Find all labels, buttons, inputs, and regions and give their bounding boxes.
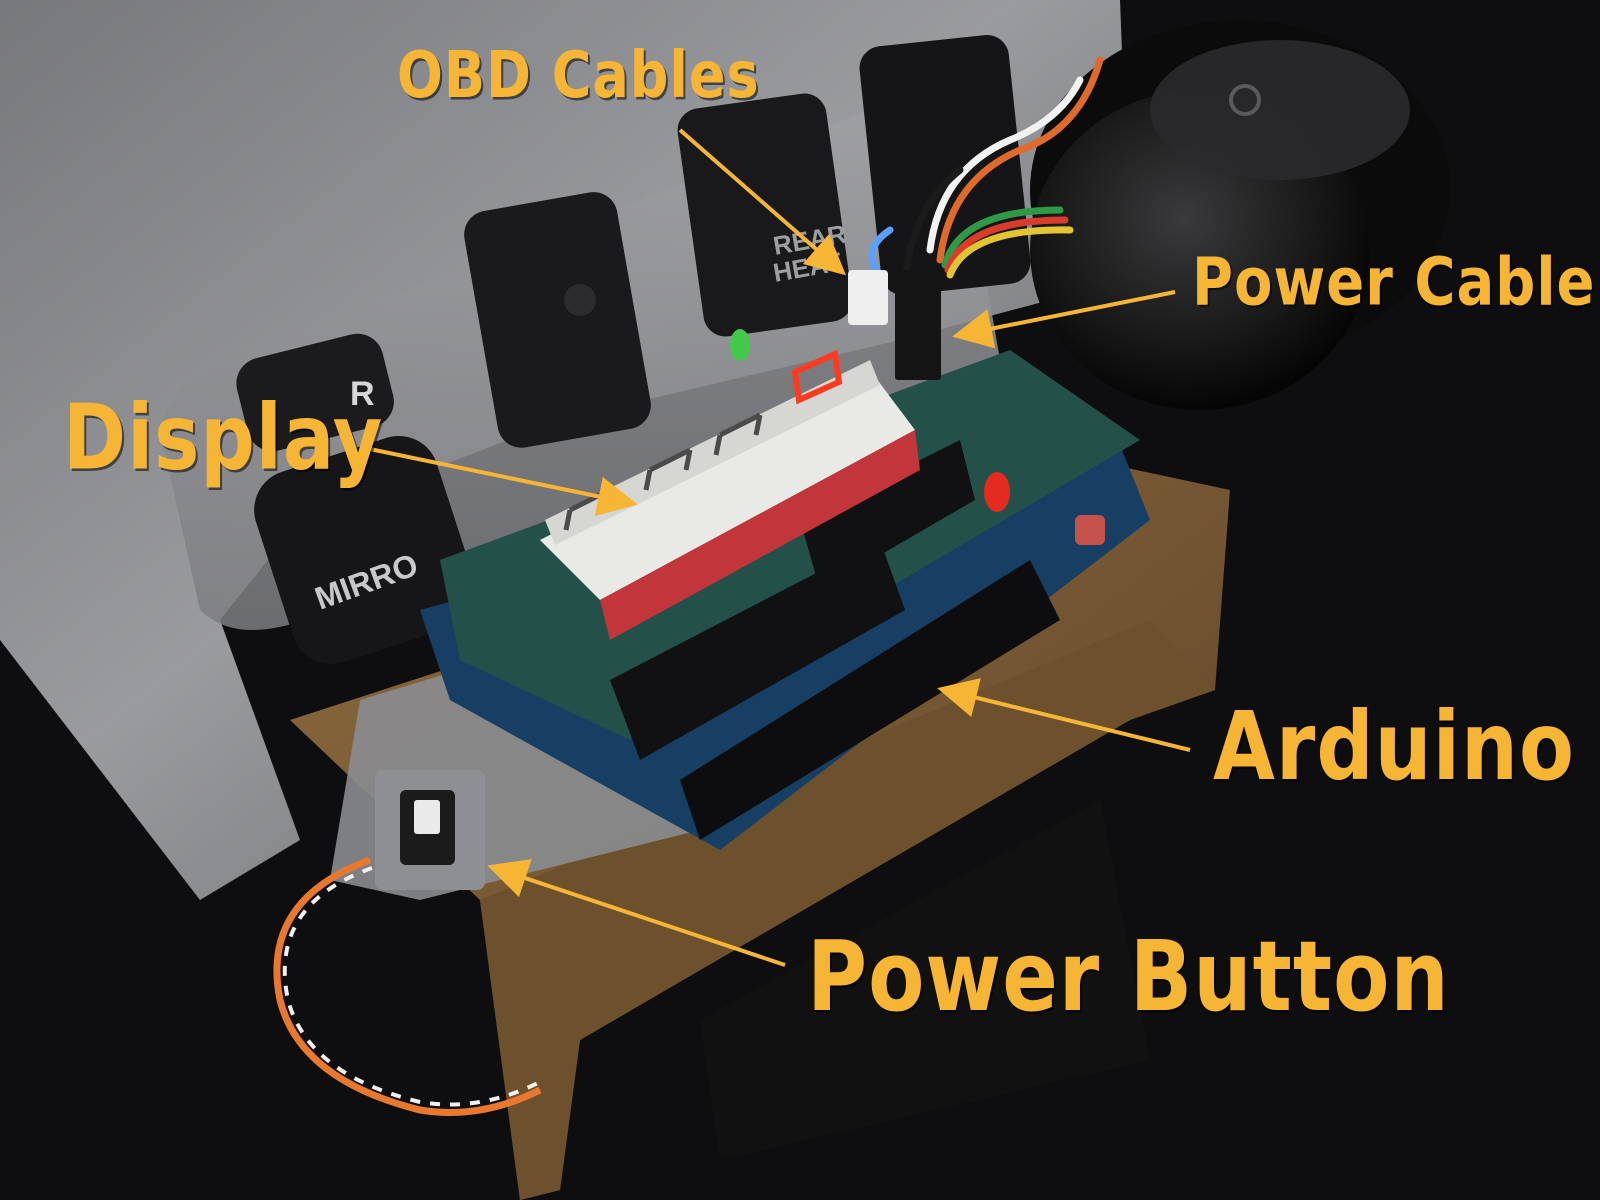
obd-connector xyxy=(848,270,888,325)
power-button-wire xyxy=(273,856,542,1116)
lit-digit-segments xyxy=(791,349,843,405)
label-power-cable: Power Cable xyxy=(1192,244,1596,321)
arrow-arduino xyxy=(937,678,1191,752)
power-connector xyxy=(895,270,941,380)
shield-header-left xyxy=(610,540,905,760)
arrow-power-button xyxy=(487,859,786,967)
blank-button-dimple xyxy=(564,284,596,316)
obd-cables-wires xyxy=(868,56,1104,289)
red-led xyxy=(984,472,1010,512)
r-button-shape xyxy=(236,333,394,452)
rear-heat-button-shape xyxy=(677,93,853,337)
light-symbol-icon xyxy=(1229,84,1261,116)
arrow-display xyxy=(364,446,638,517)
label-display: Display xyxy=(63,384,384,490)
label-obd-cables: OBD Cables xyxy=(397,38,760,113)
arrow-power-cable xyxy=(952,290,1176,349)
mirror-button-shape xyxy=(254,435,476,665)
arduino-header-strip xyxy=(680,560,1060,840)
dash-buttons: REAR HEAT R MIRRO xyxy=(236,35,1031,665)
label-arduino: Arduino xyxy=(1213,691,1575,802)
power-button-switch xyxy=(375,770,485,890)
green-led xyxy=(730,329,750,361)
blank-button-shape xyxy=(464,192,651,448)
cardboard-front-face xyxy=(480,620,1215,1200)
box-dark-side xyxy=(700,800,1150,1160)
shield-header-right xyxy=(800,440,975,590)
label-power-button: Power Button xyxy=(807,921,1450,1034)
headlight-knob xyxy=(1030,20,1450,410)
r-button-label: R xyxy=(350,375,375,413)
proto-shield xyxy=(440,350,1140,740)
arrow-obd-cables xyxy=(678,128,847,276)
callout-arrows xyxy=(364,128,1191,967)
power-button-wire-white xyxy=(282,866,541,1107)
reset-button xyxy=(1075,515,1105,545)
